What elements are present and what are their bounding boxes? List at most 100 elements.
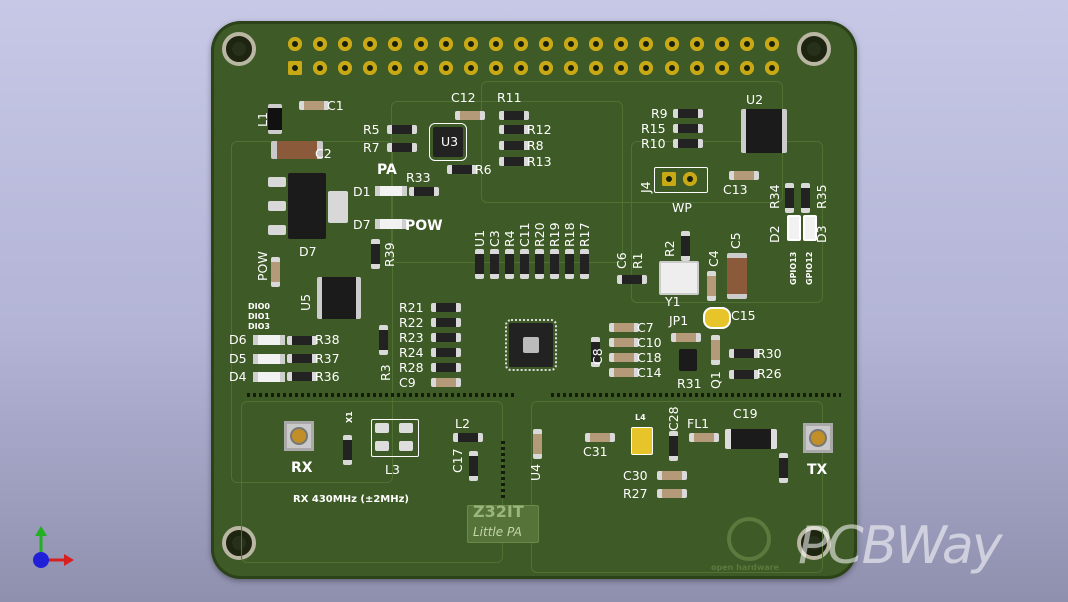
ref-label: L3	[385, 462, 400, 477]
ref-label: R11	[497, 90, 522, 105]
jumper-j4	[654, 167, 708, 193]
ref-label: GPIO13	[789, 251, 798, 285]
header-pin	[764, 61, 779, 75]
mounting-hole	[797, 32, 831, 66]
crystal-y1	[659, 261, 699, 295]
pad	[399, 441, 413, 451]
ref-label: DIO1	[248, 312, 270, 321]
ref-label: C5	[728, 232, 743, 249]
ref-label: R30	[757, 346, 782, 361]
resistor-r5	[387, 125, 417, 134]
axes-gizmo-icon	[33, 526, 74, 568]
resistor-r34	[785, 183, 794, 213]
ref-label: R36	[315, 369, 340, 384]
header-pin	[689, 37, 704, 51]
transistor-q1	[679, 349, 697, 371]
header-pin	[564, 61, 579, 75]
header-pin	[614, 37, 629, 51]
capacitor-c1	[299, 101, 329, 110]
capacitor-c17	[533, 429, 542, 459]
ref-label: R31	[677, 376, 702, 391]
header-pin	[739, 61, 754, 75]
ref-label: C12	[451, 90, 476, 105]
ref-label: C6	[614, 252, 629, 269]
header-pin	[639, 61, 654, 75]
resistor-r30	[729, 370, 759, 379]
ref-label: D2	[767, 225, 782, 243]
header-pin	[714, 37, 729, 51]
resistor-r15	[673, 124, 703, 133]
ref-label: R26	[757, 366, 782, 381]
header-pin	[363, 61, 378, 75]
resistor-r10	[673, 139, 703, 148]
header-pin	[388, 37, 403, 51]
ref-label: C4	[706, 250, 721, 267]
capacitor-c13	[729, 171, 759, 180]
header-pin	[539, 37, 553, 51]
ref-label: R34	[767, 184, 782, 209]
capacitor-c2	[271, 141, 323, 159]
ref-label: JP1	[669, 313, 689, 328]
ref-label: R33	[406, 170, 431, 185]
ref-label: POW	[405, 218, 443, 234]
resistor	[550, 249, 559, 279]
via-row	[247, 393, 515, 397]
ref-label: PA	[377, 162, 397, 178]
header-pin	[438, 61, 453, 75]
ref-label: C2	[315, 146, 332, 161]
ref-label: DIO3	[248, 322, 270, 331]
mounting-hole	[222, 526, 256, 560]
resistor	[431, 318, 461, 327]
ref-label: J4	[638, 181, 653, 193]
ref-label: C8	[590, 348, 605, 365]
ref-label: R38	[315, 332, 340, 347]
capacitor-c15	[711, 335, 720, 365]
header-pin	[589, 37, 604, 51]
ref-label: R4	[502, 230, 517, 247]
capacitor-c4	[707, 271, 716, 301]
oshw-gear-icon	[727, 517, 771, 561]
resistor	[580, 249, 589, 279]
led-d3	[803, 215, 817, 241]
regulator-u1	[288, 173, 326, 239]
logo-subtext: Little PA	[473, 525, 522, 539]
ref-label: C31	[583, 444, 608, 459]
resistor-r26	[343, 435, 352, 465]
resistor	[431, 363, 461, 372]
resistor	[490, 249, 499, 279]
ref-label: R10	[641, 136, 666, 151]
header-pin	[438, 37, 453, 51]
header-pin	[288, 61, 302, 75]
ref-label: C3	[487, 230, 502, 247]
rx-sma-connector	[284, 421, 314, 451]
pad	[268, 201, 286, 211]
ref-label: C14	[637, 365, 662, 380]
eeprom-u2	[741, 109, 787, 153]
resistor	[431, 303, 461, 312]
resistor-r6	[447, 165, 477, 174]
resistor-r35	[801, 183, 810, 213]
ref-label: R27	[623, 486, 648, 501]
resistor	[520, 249, 529, 279]
exposed-pad	[523, 337, 539, 353]
amplifier-u4	[631, 427, 653, 455]
ref-label: C19	[733, 406, 758, 421]
header-pin	[714, 61, 729, 75]
capacitor-c18	[609, 368, 639, 377]
ref-label: R17	[577, 222, 592, 247]
header-pin	[413, 61, 428, 75]
ref-label: R19	[547, 222, 562, 247]
ref-label: D4	[229, 369, 247, 384]
inductor-l2	[469, 451, 478, 481]
capacitor-c8	[609, 323, 639, 332]
header-pin	[539, 61, 553, 75]
resistor-r39	[371, 239, 380, 269]
header-pin	[664, 37, 679, 51]
ref-label: GPIO12	[805, 251, 814, 285]
pin	[683, 172, 697, 186]
ref-label: C18	[637, 350, 662, 365]
header-pin	[564, 37, 579, 51]
resistor-r2	[681, 231, 690, 261]
ref-label: U1	[472, 229, 487, 247]
